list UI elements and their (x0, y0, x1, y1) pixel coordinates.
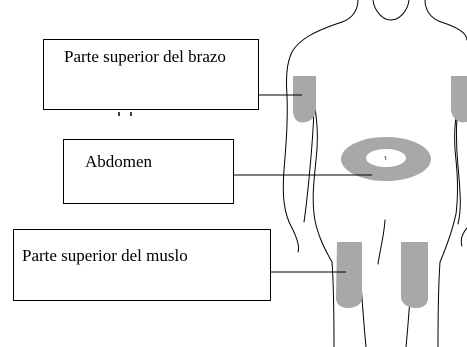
label-upper-arm: Parte superior del brazo (43, 39, 259, 110)
thigh-area-left (336, 242, 362, 308)
label-abdomen-text: Abdomen (85, 152, 152, 171)
tick-marks (119, 112, 131, 116)
injection-areas (293, 76, 467, 308)
label-thigh: Parte superior del muslo (13, 229, 271, 301)
label-abdomen: Abdomen (63, 139, 234, 204)
upper-arm-area-left (293, 76, 316, 123)
abdomen-area (341, 137, 431, 181)
label-upper-arm-text: Parte superior del brazo (64, 47, 226, 66)
label-thigh-text: Parte superior del muslo (22, 246, 188, 265)
upper-arm-area-right (451, 76, 467, 122)
thigh-area-right (401, 242, 428, 308)
